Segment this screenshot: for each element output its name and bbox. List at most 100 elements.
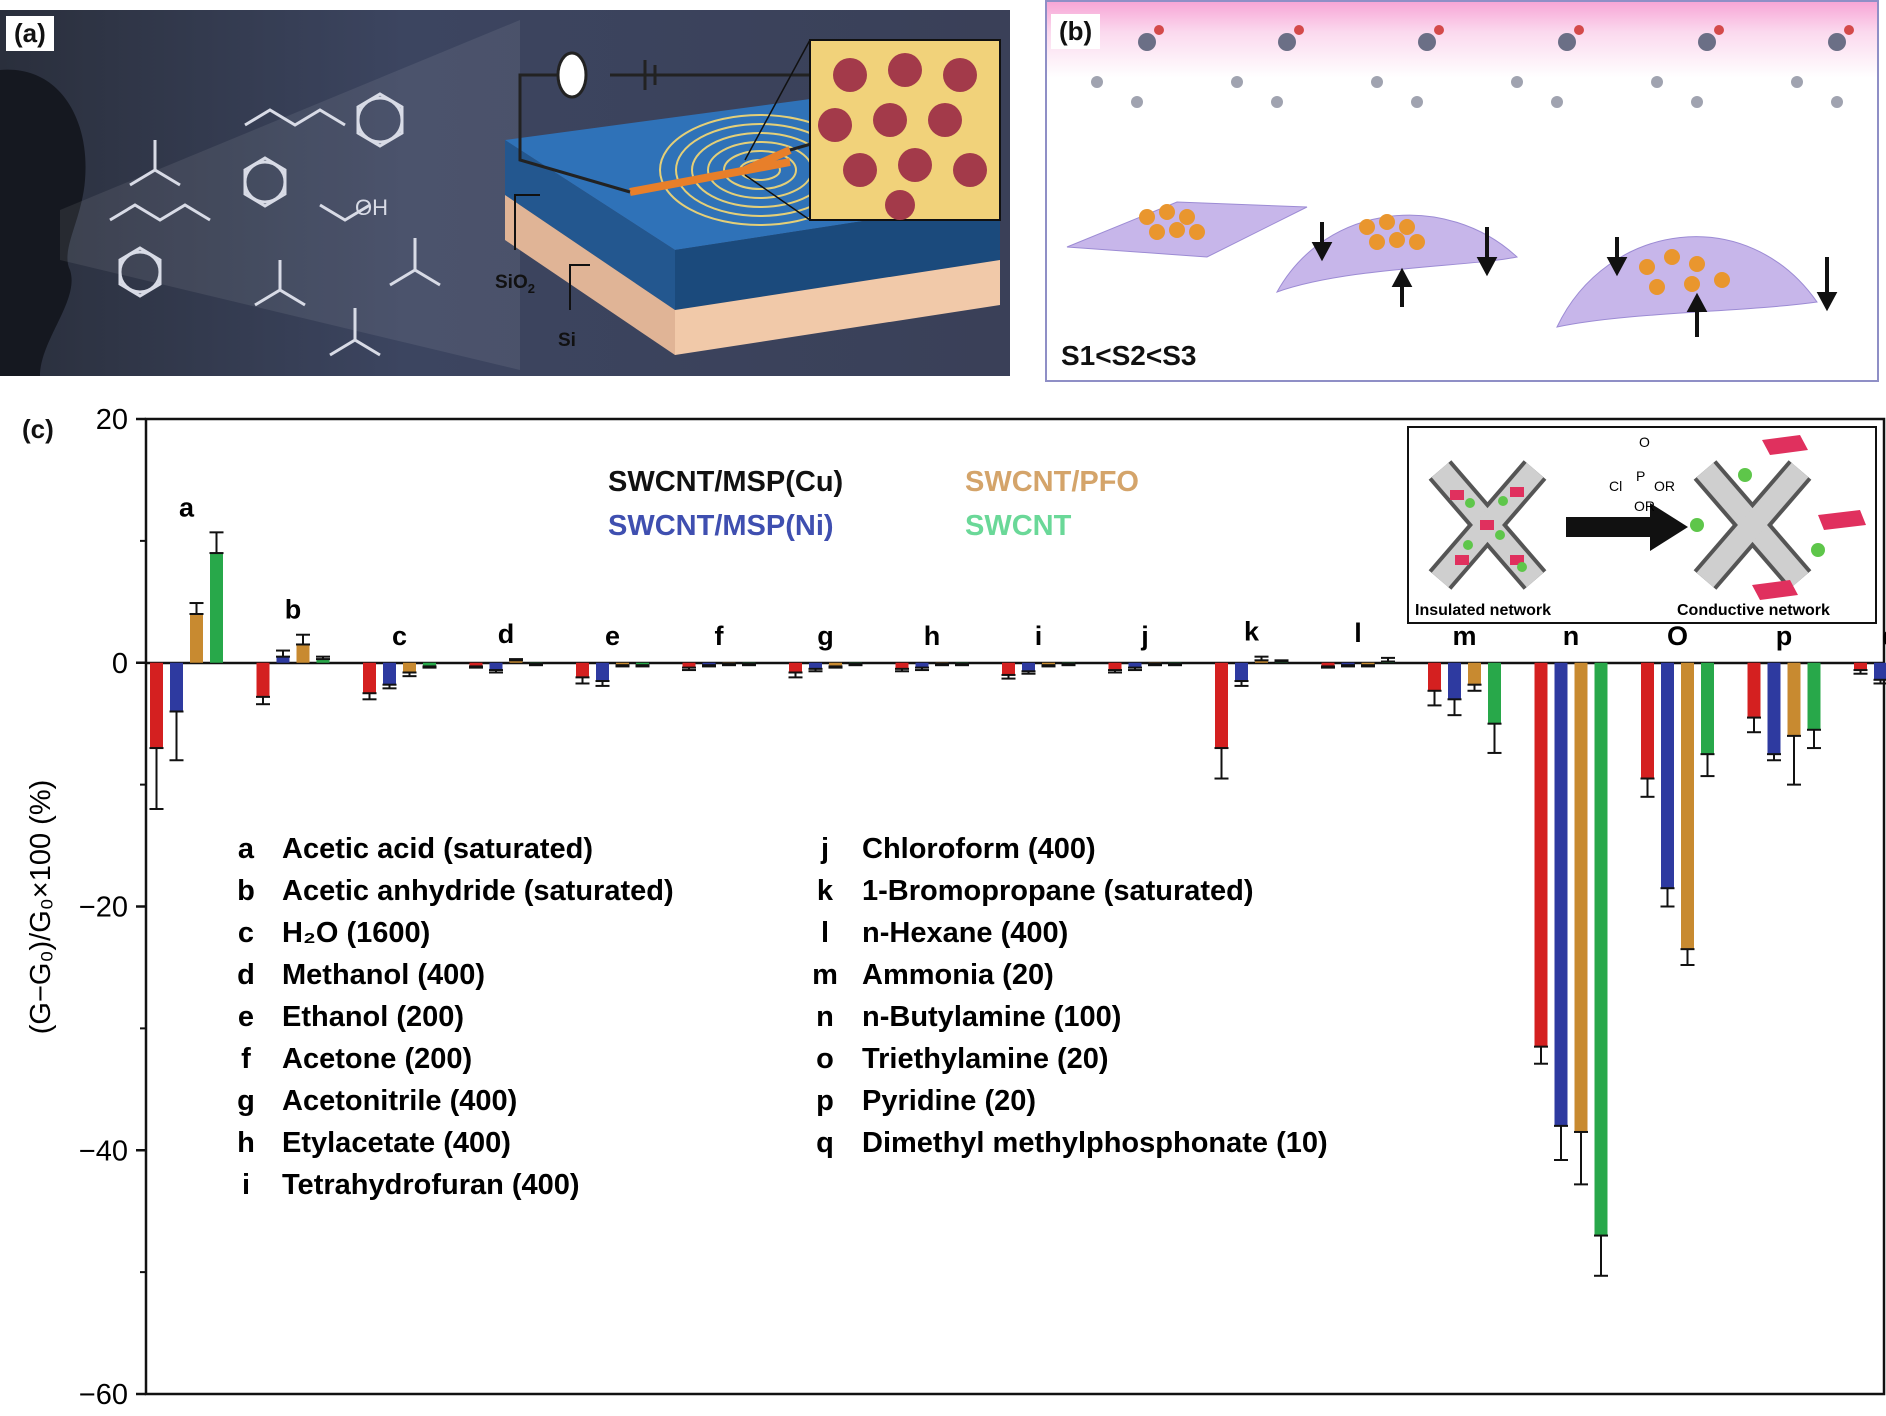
key-code-k: k bbox=[817, 875, 834, 907]
category-letter-p: p bbox=[1776, 621, 1793, 651]
bar-O-2 bbox=[1681, 662, 1694, 950]
reagent-or2: OR bbox=[1634, 498, 1655, 514]
key-name-k: 1-Bromopropane (saturated) bbox=[862, 875, 1254, 907]
ammeter-icon bbox=[556, 51, 588, 99]
category-letter-O: O bbox=[1667, 621, 1688, 651]
device-si-front bbox=[675, 260, 1000, 355]
category-letter-e: e bbox=[605, 621, 620, 651]
category-letter-b: b bbox=[285, 595, 302, 625]
bar-i-2 bbox=[1042, 662, 1055, 666]
reagent-o: O bbox=[1639, 434, 1650, 450]
key-code-e: e bbox=[238, 1001, 254, 1033]
bar-d-1 bbox=[489, 662, 503, 671]
category-letter-q: q bbox=[1882, 621, 1886, 651]
bar-p-2 bbox=[1787, 662, 1801, 736]
strain-order-label: S1<S2<S3 bbox=[1061, 340, 1197, 371]
legend-swcnt: SWCNT bbox=[965, 510, 1072, 542]
bar-h-0 bbox=[895, 662, 909, 669]
reagent-or1: OR bbox=[1654, 478, 1675, 494]
key-name-d: Methanol (400) bbox=[282, 959, 485, 991]
sensor-device-illustration: OH bbox=[0, 20, 1001, 376]
bar-d-0 bbox=[469, 662, 483, 667]
panel-a-label: (a) bbox=[6, 16, 54, 51]
y-tick-label: 20 bbox=[96, 404, 128, 436]
bar-m-1 bbox=[1448, 662, 1461, 700]
bar-j-1 bbox=[1128, 662, 1142, 668]
si-label: Si bbox=[558, 330, 576, 351]
bar-m-0 bbox=[1428, 662, 1441, 691]
bar-b-0 bbox=[256, 662, 270, 697]
breath-cone bbox=[60, 20, 520, 370]
reagent-p: P bbox=[1636, 468, 1645, 484]
bar-h-1 bbox=[915, 662, 929, 668]
conversion-arrow-icon bbox=[1566, 503, 1688, 551]
bar-n-1 bbox=[1554, 662, 1568, 1126]
acetone-icon bbox=[329, 308, 381, 357]
isoprene-icon bbox=[129, 140, 181, 187]
category-letter-f: f bbox=[715, 621, 725, 651]
device-oxide-side bbox=[505, 140, 675, 310]
key-code-b: b bbox=[237, 875, 255, 907]
bar-c-0 bbox=[363, 662, 376, 694]
bar-c-3 bbox=[423, 662, 436, 667]
key-name-l: n-Hexane (400) bbox=[862, 917, 1068, 949]
contact-strip-right bbox=[743, 146, 792, 174]
zoom-line bbox=[744, 174, 811, 221]
y-tick-label: 0 bbox=[112, 648, 128, 680]
category-letter-g: g bbox=[817, 621, 834, 651]
bar-l-2 bbox=[1361, 662, 1375, 666]
bar-g-0 bbox=[789, 662, 802, 673]
panel-a-sensor-illustration: OH bbox=[0, 10, 1010, 376]
bar-series bbox=[149, 531, 1886, 1277]
bar-l-1 bbox=[1341, 662, 1355, 666]
panel-b-strain-illustration: S1<S2<S3 bbox=[1045, 0, 1879, 382]
bar-c-1 bbox=[383, 662, 396, 685]
key-code-l: l bbox=[821, 917, 829, 949]
key-name-h: Etylacetate (400) bbox=[282, 1127, 511, 1159]
bar-q-1 bbox=[1874, 662, 1886, 680]
strain-arrows bbox=[1311, 222, 1838, 337]
category-letter-k: k bbox=[1244, 617, 1260, 647]
conductive-nanotubes bbox=[1690, 435, 1866, 600]
ethanol-icon bbox=[319, 203, 371, 222]
molecule-sketches bbox=[109, 92, 441, 357]
isoprene-icon bbox=[254, 260, 306, 307]
key-code-q: q bbox=[816, 1127, 834, 1159]
bar-O-3 bbox=[1701, 662, 1714, 755]
circuit-wire-left bbox=[518, 73, 631, 194]
key-name-p: Pyridine (20) bbox=[862, 1085, 1036, 1117]
key-code-j: j bbox=[820, 833, 829, 865]
key-name-i: Tetrahydrofuran (400) bbox=[282, 1169, 580, 1201]
bar-g-1 bbox=[809, 662, 822, 669]
y-tick-label: −40 bbox=[79, 1135, 128, 1167]
sio2-label: SiO2 bbox=[495, 272, 535, 296]
zoom-line bbox=[744, 39, 811, 161]
bar-c-2 bbox=[403, 662, 416, 673]
bar-e-1 bbox=[596, 662, 609, 682]
bar-b-1 bbox=[276, 656, 290, 663]
key-name-e: Ethanol (200) bbox=[282, 1001, 464, 1033]
key-code-o: o bbox=[816, 1043, 834, 1075]
category-letter-d: d bbox=[498, 619, 515, 649]
bar-a-3 bbox=[210, 553, 223, 663]
category-letter-n: n bbox=[1563, 621, 1580, 651]
bar-k-1 bbox=[1235, 662, 1248, 682]
key-code-g: g bbox=[237, 1085, 255, 1117]
key-code-n: n bbox=[816, 1001, 834, 1033]
gas-molecules-row bbox=[1091, 25, 1854, 108]
category-letter-c: c bbox=[392, 621, 407, 651]
bar-e-2 bbox=[616, 662, 629, 666]
key-code-i: i bbox=[242, 1169, 250, 1201]
category-letter-j: j bbox=[1140, 621, 1149, 651]
bar-m-3 bbox=[1488, 662, 1501, 724]
device-oxide-front bbox=[675, 200, 1000, 310]
panel-b-label: (b) bbox=[1051, 14, 1101, 49]
bar-p-1 bbox=[1767, 662, 1781, 755]
bar-a-0 bbox=[150, 662, 163, 749]
bar-g-2 bbox=[829, 662, 842, 667]
bar-k-2 bbox=[1255, 660, 1268, 663]
bar-b-3 bbox=[316, 659, 330, 663]
category-letter-i: i bbox=[1035, 621, 1043, 651]
key-code-h: h bbox=[237, 1127, 255, 1159]
legend-swcnt-msp-cu: SWCNT/MSP(Cu) bbox=[608, 466, 843, 498]
